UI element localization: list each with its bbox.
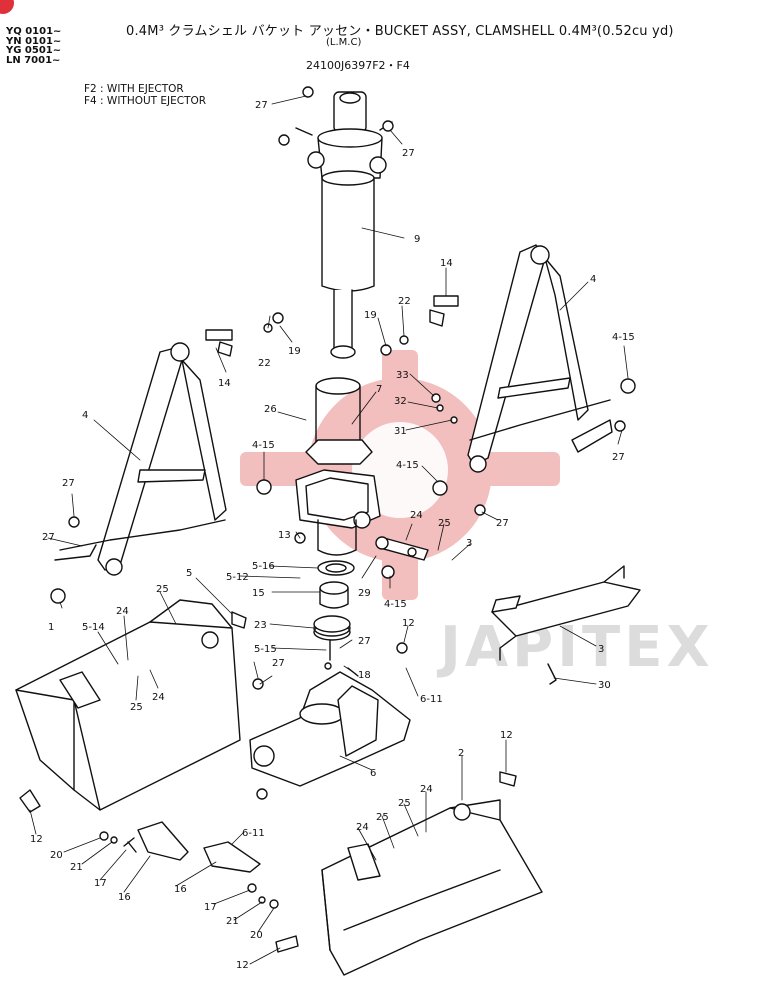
callout-label: 17 — [204, 902, 217, 913]
leader-lines — [29, 95, 629, 965]
callout-label: 26 — [264, 404, 277, 415]
callout-label: 7 — [376, 384, 382, 395]
model-code: YN 0101~ — [6, 35, 62, 47]
hardware-bolts — [19, 86, 626, 953]
model-code: LN 7001~ — [6, 54, 61, 66]
callout-label: 14 — [440, 258, 453, 269]
page-subtitle: (L.M.C) — [326, 37, 362, 48]
callout-label: 12 — [500, 730, 513, 741]
callout-label: 25 — [438, 518, 451, 529]
callout-label: 5-14 — [82, 622, 105, 633]
callout-label: 19 — [288, 346, 301, 357]
left-a-frame — [54, 342, 227, 576]
callout-label: 4 — [82, 410, 88, 421]
pin-14-right — [429, 295, 459, 327]
note-f2: F2 : WITH EJECTOR — [84, 83, 184, 95]
bucket-tooth — [137, 821, 261, 873]
callout-label: 24 — [116, 606, 129, 617]
bushing — [50, 378, 636, 604]
variant-notes: F2 : WITH EJECTOR F4 : WITHOUT EJECTOR — [84, 83, 206, 107]
callout-label: 5-15 — [254, 644, 277, 655]
callout-label: 27 — [402, 148, 415, 159]
callout-label: 16 — [174, 884, 187, 895]
callout-label: 27 — [255, 100, 268, 111]
callout-label: 16 — [118, 892, 131, 903]
callout-label: 5-12 — [226, 572, 249, 583]
callout-label: 25 — [398, 798, 411, 809]
bucket-left — [15, 599, 241, 811]
callout-label: 12 — [30, 834, 43, 845]
pin-14-left — [205, 329, 233, 357]
callout-label: 21 — [70, 862, 83, 873]
note-f4: F4 : WITHOUT EJECTOR — [84, 95, 207, 107]
callout-label: 5-16 — [252, 561, 275, 572]
head-block — [295, 469, 381, 556]
base-yoke — [249, 671, 411, 787]
callout-label: 27 — [272, 658, 285, 669]
callout-label: 17 — [94, 878, 107, 889]
assembly-part-number: 24100J6397F2・F4 — [306, 59, 410, 72]
model-list: YQ 0101~ YN 0101~ YG 0501~ LN 7001~ — [6, 27, 61, 65]
callout-label: 27 — [62, 478, 75, 489]
callout-label: 4-15 — [612, 332, 635, 343]
right-a-frame — [467, 244, 613, 473]
callout-label: 33 — [396, 370, 409, 381]
callout-label: 20 — [250, 930, 263, 941]
callout-label: 22 — [398, 296, 411, 307]
model-code: YG 0501~ — [6, 45, 62, 56]
callout-label: 24 — [420, 784, 433, 795]
callout-label: 12 — [402, 618, 415, 629]
callout-label: 3 — [466, 538, 472, 549]
callout-label: 4 — [590, 274, 596, 285]
callout-label: 23 — [254, 620, 267, 631]
callout-label: 2 — [458, 748, 464, 759]
bucket-right — [321, 799, 543, 976]
callout-label: 4-15 — [384, 599, 407, 610]
callout-label: 24 — [410, 510, 423, 521]
callout-label: 22 — [258, 358, 271, 369]
pin-13 — [375, 536, 429, 561]
callout-label: 4-15 — [252, 440, 275, 451]
callout-label: 9 — [414, 234, 420, 245]
callout-label: 6-11 — [420, 694, 443, 705]
page-title: 0.4M³ クラムシェル バケット アッセン・BUCKET ASSY, CLAM… — [126, 24, 674, 39]
callout-label: 31 — [394, 426, 407, 437]
corner-badge — [0, 0, 14, 14]
callout-label: 30 — [598, 680, 611, 691]
callout-label: 15 — [252, 588, 265, 599]
callout-label: 21 — [226, 916, 239, 927]
callout-label: 20 — [50, 850, 63, 861]
callout-label: 6-11 — [242, 828, 265, 839]
callout-label: 29 — [358, 588, 371, 599]
callout-label: 25 — [156, 584, 169, 595]
sleeve-tube — [305, 377, 373, 465]
callout-label: 25 — [376, 812, 389, 823]
callout-label: 5 — [186, 568, 192, 579]
callout-label: 32 — [394, 396, 407, 407]
callout-label: 25 — [130, 702, 143, 713]
callout-label: 24 — [356, 822, 369, 833]
callout-label: 6 — [370, 768, 376, 779]
callout-label: 12 — [236, 960, 249, 971]
callout-label: 19 — [364, 310, 377, 321]
hydraulic-cylinder — [295, 91, 393, 359]
callout-label: 27 — [612, 452, 625, 463]
watermark-text: JAPITEX — [440, 615, 714, 680]
callout-label: 27 — [42, 532, 55, 543]
callout-label: 4-15 — [396, 460, 419, 471]
callout-label: 18 — [358, 670, 371, 681]
bracket-3 — [491, 565, 641, 661]
callout-labels: 27 27 9 14 4 22 19 22 19 14 7 33 32 31 2… — [30, 100, 635, 971]
callout-label: 24 — [152, 692, 165, 703]
callout-label: 1 — [48, 622, 54, 633]
callout-label: 14 — [218, 378, 231, 389]
swivel-stack — [313, 560, 355, 661]
callout-label: 13 — [278, 530, 291, 541]
callout-label: 27 — [358, 636, 371, 647]
callout-label: 27 — [496, 518, 509, 529]
model-code: YQ 0101~ — [6, 26, 62, 37]
callout-label: 3 — [598, 644, 604, 655]
